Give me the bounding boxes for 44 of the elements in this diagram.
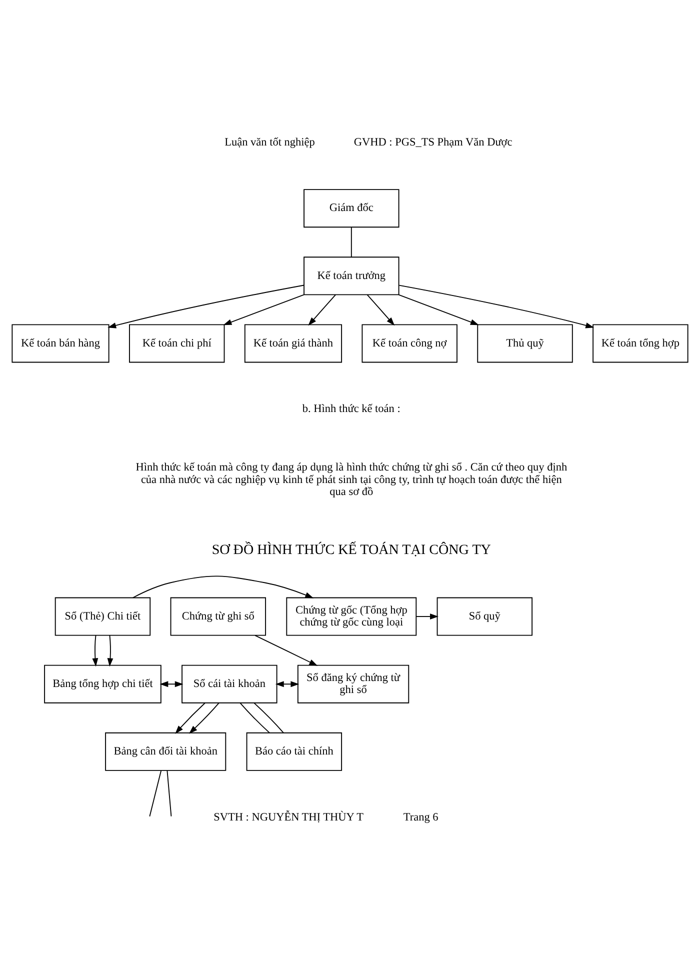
arrow (223, 294, 304, 326)
node-box: Sổ quỹ (436, 597, 533, 636)
node-box: Sổ cái tài khoản (182, 664, 278, 704)
arrow (254, 634, 318, 666)
arrow (275, 681, 300, 688)
arrow (160, 681, 184, 688)
node-box: Kế toán trưởng (304, 256, 400, 296)
node-box: Bảng tổng hợp chi tiết (44, 664, 162, 704)
node-box: Giám đốc (304, 189, 400, 228)
connector (240, 702, 270, 734)
arrow (107, 634, 114, 667)
connector (254, 702, 284, 734)
arrow (175, 702, 206, 734)
node-box: Báo cáo tài chính (246, 732, 342, 771)
arrow (366, 294, 395, 326)
node-box: Chứng từ ghi sổ (170, 597, 266, 636)
label: GVHD : PGS_TS Phạm Văn Dược (354, 136, 512, 149)
arrow (132, 576, 314, 598)
arrow (398, 294, 479, 326)
node-box: Kế toán giá thành (244, 324, 342, 363)
node-box: Chứng từ gốc (Tổng hợp chứng từ gốc cùng loại (286, 597, 417, 636)
connector (166, 770, 172, 817)
arrow (308, 294, 336, 326)
arrow (416, 614, 438, 620)
label: SƠ ĐỒ HÌNH THỨC KẾ TOÁN TẠI CÔNG TY (212, 542, 491, 558)
node-box: Kế toán tổng hợp (592, 324, 688, 363)
label: b. Hình thức kế toán : (302, 403, 400, 416)
label: SVTH : NGUYỄN THỊ THÙY T (214, 811, 364, 824)
node-box: Bảng cân đối tài khoản (105, 732, 226, 771)
node-box: Sổ (Thẻ) Chi tiết (54, 597, 151, 636)
connector (350, 226, 352, 258)
node-box: Thủ quỹ (477, 324, 573, 363)
arrow (188, 702, 220, 734)
connector (149, 770, 162, 817)
node-box: Kế toán chi phí (129, 324, 225, 363)
arrow (398, 284, 594, 328)
label: Trang 6 (403, 811, 438, 824)
node-box: Kế toán công nợ (362, 324, 458, 363)
arrow (108, 284, 304, 328)
node-box: Kế toán bán hàng (12, 324, 110, 363)
label: Luận văn tốt nghiệp (224, 136, 315, 149)
node-box: Sổ đăng ký chứng từ ghi sổ (297, 664, 410, 704)
arrow (92, 634, 98, 667)
label: Hình thức kế toán mà công ty đang áp dụng là hình thức chứng từ ghi sổ . Căn cứ theo quy định của nhà nước và các nghiệp vụ kinh tế phát sinh tại công ty, trình tự hoạch toán được thể hiện qua sơ đồ (136, 462, 568, 498)
